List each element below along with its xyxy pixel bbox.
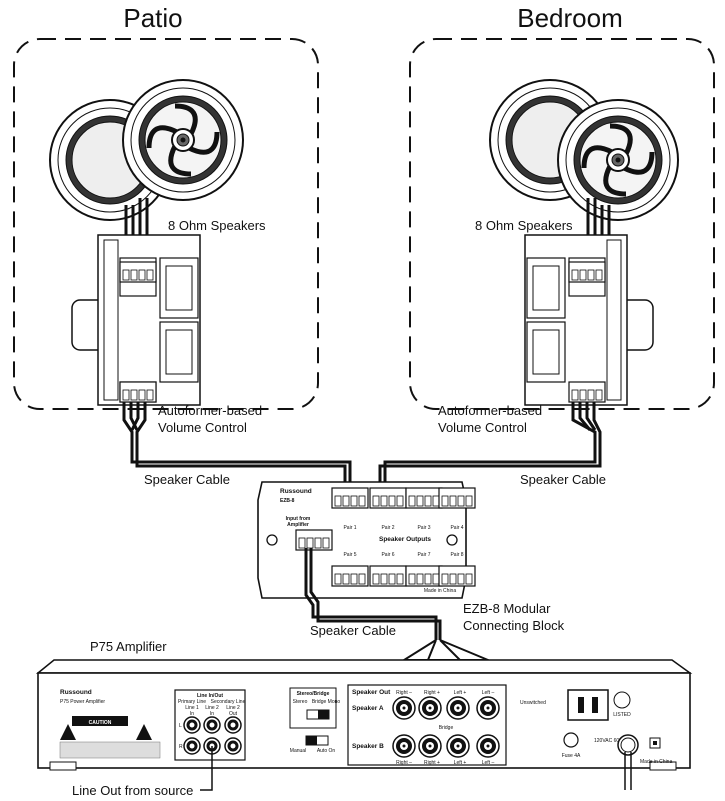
label-cable-amp: Speaker Cable [310, 623, 396, 638]
amp-unswitched: Unswitched [520, 700, 546, 706]
ezb-pair-7: Pair 7 [417, 552, 430, 558]
amp-right-plus-top: Right + [424, 690, 440, 696]
amp-right-plus-bottom: Right + [424, 760, 440, 766]
amp-made: Made in China [640, 759, 672, 765]
amp-auto-on: Auto On [317, 748, 336, 754]
zone-box-bedroom [409, 38, 715, 410]
speaker-cable-bedroom [378, 402, 602, 486]
amp-line1: Line 1 [185, 705, 199, 711]
zone-box-patio [13, 38, 319, 410]
amp-brand: Russound [60, 689, 92, 696]
amp-left-minus-bottom: Left – [482, 760, 495, 766]
amp-fuse: Fuse 4A [562, 753, 581, 759]
amp-left-minus-top: Left – [482, 690, 495, 696]
speaker-bedroom-front [558, 100, 678, 220]
ezb-pair-3: Pair 3 [417, 525, 430, 531]
amp-bridge: Bridge [439, 725, 454, 731]
ezb-pair-6: Pair 6 [381, 552, 394, 558]
amp-out: Out [229, 711, 238, 717]
amp-model: P75 Power Amplifier [60, 699, 105, 705]
amp-in2: In [210, 711, 214, 717]
amp-bridge-mono: Bridge Mono [312, 699, 341, 705]
amp-stereo: Stereo [293, 699, 308, 705]
label-ezb-1: EZB-8 Modular [463, 601, 551, 616]
p75-amplifier: Russound P75 Power Amplifier CAUTION Lin… [35, 659, 693, 790]
line-out-wire [200, 746, 213, 791]
speaker-cable-amp [304, 548, 442, 640]
ezb-input-2: Amplifier [287, 522, 309, 528]
amp-stereo-bridge: Stereo/Bridge [297, 691, 330, 697]
label-volume-bedroom-2: Volume Control [438, 420, 527, 435]
label-cable-bedroom: Speaker Cable [520, 472, 606, 487]
speaker-patio-front [123, 80, 243, 200]
ezb-brand: Russound [280, 488, 312, 495]
amp-secondary: Secondary Line [211, 699, 246, 705]
ezb-model: EZB-8 [280, 498, 295, 504]
label-amp-title: P75 Amplifier [90, 639, 167, 654]
amp-manual: Manual [290, 748, 306, 754]
amp-line-header: Line In/Out [197, 693, 223, 699]
zone-title-patio: Patio [123, 3, 182, 33]
power-cord [624, 752, 632, 790]
speaker-cable-patio [122, 402, 352, 486]
label-volume-bedroom-1: Autoformer-based [438, 403, 542, 418]
amp-R: R [179, 744, 183, 750]
amp-right-minus-bottom: Right – [396, 760, 412, 766]
label-volume-patio-1: Autoformer-based [158, 403, 262, 418]
volume-control-patio [71, 234, 201, 406]
ezb-pair-5: Pair 5 [343, 552, 356, 558]
ezb8-block: Russound EZB-8 Input from Amplifier Spea… [257, 481, 476, 599]
amp-left-plus-bottom: Left + [454, 760, 467, 766]
ezb-made: Made in China [424, 588, 456, 594]
volume-control-bedroom [524, 234, 654, 406]
label-volume-patio-2: Volume Control [158, 420, 247, 435]
label-speakers-bedroom: 8 Ohm Speakers [475, 218, 573, 233]
label-speakers-patio: 8 Ohm Speakers [168, 218, 266, 233]
amp-left-plus-top: Left + [454, 690, 467, 696]
amp-power-rating: 120VAC 60Hz 4.2A [594, 738, 638, 744]
amp-speaker-a: Speaker A [352, 705, 384, 712]
amp-primary: Primary Line [178, 699, 206, 705]
amp-caution: CAUTION [89, 720, 112, 726]
ezb-outputs: Speaker Outputs [379, 536, 431, 543]
amp-L: L [179, 723, 182, 729]
label-ezb-2: Connecting Block [463, 618, 565, 633]
label-line-out: Line Out from source [72, 783, 193, 798]
ezb-input-1: Input from [286, 516, 311, 522]
amp-line2: Line 2 [205, 705, 219, 711]
amp-listed: LISTED [613, 712, 631, 718]
amp-line2b: Line 2 [226, 705, 240, 711]
amp-right-minus-top: Right – [396, 690, 412, 696]
label-cable-patio: Speaker Cable [144, 472, 230, 487]
amp-in: In [190, 711, 194, 717]
zone-title-bedroom: Bedroom [517, 3, 623, 33]
ezb-pair-8: Pair 8 [450, 552, 463, 558]
amp-speaker-b: Speaker B [352, 743, 384, 750]
ezb-pair-2: Pair 2 [381, 525, 394, 531]
ezb-pair-1: Pair 1 [343, 525, 356, 531]
amp-speaker-out: Speaker Out [352, 689, 391, 696]
ezb-pair-4: Pair 4 [450, 525, 463, 531]
